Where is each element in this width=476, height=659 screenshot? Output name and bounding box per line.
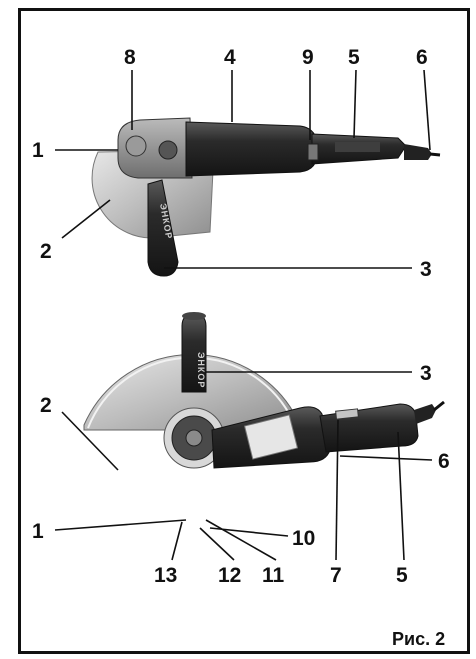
figure-frame [18,8,470,654]
callout-top-2: 2 [40,240,52,263]
top-spindle-lock [125,135,147,157]
side-rating-label [243,414,299,460]
side-handle-cap [182,312,206,320]
top-switch [307,143,319,161]
side-view-leaders [54,371,433,561]
top-gear-head [117,117,193,179]
callout-side-1: 1 [32,520,44,543]
callout-side-10: 10 [292,527,315,550]
top-grip-inlay [335,142,380,152]
callout-side-11: 11 [262,564,285,587]
callout-top-6: 6 [416,46,428,69]
side-rear-handle [319,403,419,453]
side-brand-mark: ЭНКОР [196,352,206,388]
top-view: ЭНКОР [91,117,441,277]
top-view-callouts: 8 4 9 5 6 1 2 3 [32,46,432,281]
top-cap [158,140,178,160]
callout-side-3: 3 [420,362,432,385]
side-cable [433,400,445,412]
callout-top-5: 5 [348,46,360,69]
side-cable-sleeve [414,404,436,424]
callout-side-13: 13 [154,564,177,587]
callout-side-5: 5 [396,564,408,587]
callout-side-7: 7 [330,564,342,587]
callout-side-2: 2 [40,394,52,417]
figure-caption: Рис. 2 [392,629,445,649]
top-side-handle [147,179,179,277]
side-view: ЭНКОР [83,312,445,469]
callout-side-6: 6 [438,450,450,473]
callout-top-8: 8 [124,46,136,69]
top-view-leaders [55,69,431,269]
callout-top-1: 1 [32,139,44,162]
side-lock-button [335,408,359,420]
top-cable [429,152,441,157]
side-view-callouts: 2 3 6 1 10 13 12 11 7 5 [32,362,450,587]
callout-top-4: 4 [224,46,236,69]
callout-top-3: 3 [420,258,432,281]
top-motor-body [185,121,319,177]
callout-side-12: 12 [218,564,241,587]
callout-top-9: 9 [302,46,314,69]
top-cable-sleeve [404,144,432,160]
side-nut [185,429,203,447]
